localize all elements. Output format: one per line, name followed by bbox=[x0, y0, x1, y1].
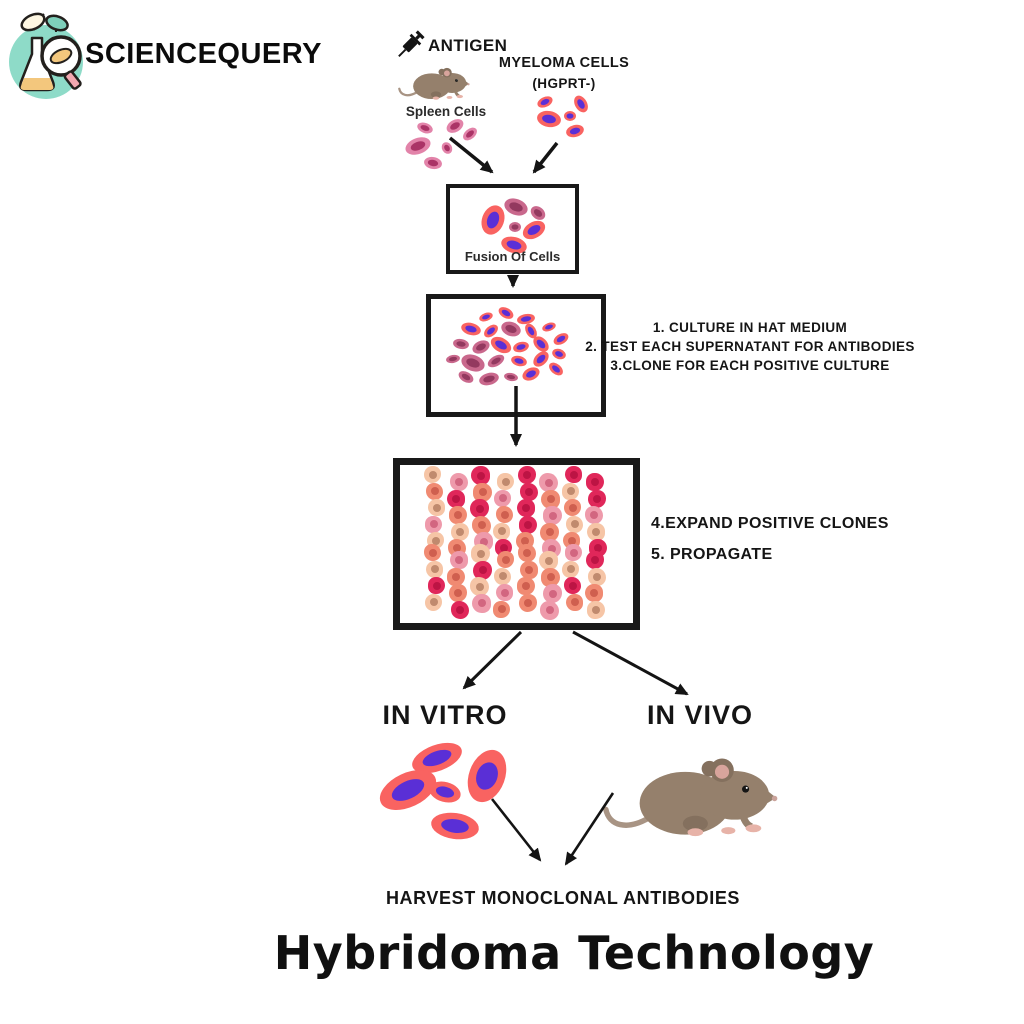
antigen-label: ANTIGEN bbox=[428, 36, 508, 55]
clone-cell bbox=[565, 544, 582, 561]
clone-cell bbox=[425, 593, 442, 611]
clone-cell bbox=[447, 567, 465, 586]
in-vitro-cells-illustration bbox=[379, 742, 507, 840]
culture-step-2: 2. TEST EACH SUPERNATANT FOR ANTIBODIES bbox=[585, 339, 915, 354]
myeloma-cells-illustration bbox=[537, 95, 588, 138]
sciencequery-logo-icon bbox=[9, 12, 83, 99]
clone-cell bbox=[496, 584, 513, 602]
clone-cell bbox=[470, 577, 489, 597]
expand-step-5: 5. PROPAGATE bbox=[651, 546, 773, 563]
fusion-box-label: Fusion Of Cells bbox=[464, 249, 561, 264]
clone-cell bbox=[519, 593, 537, 612]
page-title: Hybridoma Technology bbox=[273, 926, 875, 980]
clone-cell bbox=[586, 551, 604, 569]
clone-cell bbox=[493, 522, 510, 540]
clone-cell bbox=[539, 551, 558, 570]
clone-cell bbox=[588, 567, 606, 586]
clone-cell bbox=[562, 482, 579, 500]
arrow-expand-to-invitro bbox=[462, 630, 523, 690]
culture-step-3: 3.CLONE FOR EACH POSITIVE CULTURE bbox=[610, 358, 890, 373]
clone-cell bbox=[494, 489, 511, 507]
clone-cell bbox=[564, 499, 581, 517]
clone-cell bbox=[428, 499, 445, 517]
expand-step-4: 4.EXPAND POSITIVE CLONES bbox=[651, 515, 889, 532]
clone-cell bbox=[449, 584, 467, 603]
spleen-cells-label: Spleen Cells bbox=[405, 104, 487, 119]
clone-cell bbox=[520, 482, 538, 501]
logo-text: SCIENCEQUERY bbox=[85, 38, 322, 70]
clone-cell bbox=[540, 600, 559, 620]
clone-cell bbox=[566, 593, 583, 611]
clone-cell bbox=[541, 567, 560, 587]
clone-cell bbox=[471, 544, 490, 563]
clone-cell bbox=[426, 482, 443, 500]
clone-cell bbox=[517, 577, 535, 596]
clone-cell bbox=[493, 600, 510, 618]
clone-cell bbox=[473, 482, 492, 502]
clone-cell bbox=[425, 515, 442, 533]
clone-cell bbox=[497, 473, 514, 490]
positive-clones-grid bbox=[400, 465, 632, 622]
clone-cell bbox=[497, 551, 514, 568]
clone-cell bbox=[451, 600, 469, 619]
clone-cell bbox=[540, 522, 559, 542]
clone-cell bbox=[518, 466, 536, 484]
spleen-cells-illustration bbox=[405, 119, 477, 170]
clone-cell bbox=[543, 506, 562, 526]
clone-cell bbox=[472, 515, 491, 535]
clone-cell bbox=[565, 466, 582, 483]
clone-cell bbox=[471, 466, 490, 485]
culture-step-1: 1. CULTURE IN HAT MEDIUM bbox=[652, 320, 848, 335]
clone-cell bbox=[517, 499, 535, 518]
clone-cell bbox=[588, 489, 606, 508]
clone-cell bbox=[496, 506, 513, 524]
clone-cell bbox=[543, 584, 562, 604]
harvest-label: HARVEST MONOCLONAL ANTIBODIES bbox=[385, 888, 741, 908]
culture-steps-text: 1. CULTURE IN HAT MEDIUM 2. TEST EACH SU… bbox=[585, 318, 915, 375]
clone-cell bbox=[473, 560, 492, 580]
clone-cell bbox=[586, 473, 604, 491]
clone-cell bbox=[494, 567, 511, 585]
clone-cell bbox=[585, 584, 603, 603]
clone-cell bbox=[424, 466, 441, 483]
clone-cell bbox=[566, 515, 583, 533]
expand-steps-text: 4.EXPAND POSITIVE CLONES 5. PROPAGATE bbox=[651, 508, 889, 570]
clone-cell bbox=[564, 577, 581, 595]
clone-cell bbox=[520, 560, 538, 579]
myeloma-cells-label: MYELOMA CELLS bbox=[498, 55, 630, 71]
in-vitro-label: IN VITRO bbox=[382, 700, 508, 730]
clone-cell bbox=[541, 489, 560, 509]
clone-cell bbox=[449, 506, 467, 525]
clone-cell bbox=[518, 544, 536, 562]
cultured-cells-illustration bbox=[446, 307, 569, 386]
mouse-image-bottom bbox=[602, 742, 784, 844]
clone-cell bbox=[472, 593, 491, 613]
clone-cell bbox=[450, 473, 468, 491]
clone-cell bbox=[539, 473, 558, 492]
clone-cell bbox=[426, 560, 443, 578]
clone-cell bbox=[585, 506, 603, 525]
clone-cell bbox=[562, 560, 579, 578]
clone-cell bbox=[451, 522, 469, 541]
clone-cell bbox=[470, 499, 489, 519]
clone-cell bbox=[424, 544, 441, 561]
fused-cells-illustration bbox=[481, 198, 546, 254]
arrow-myeloma-to-fusion bbox=[532, 141, 559, 174]
clone-cell bbox=[519, 515, 537, 534]
arrow-expand-to-invivo bbox=[572, 630, 689, 696]
clone-cell bbox=[447, 489, 465, 508]
myeloma-hgprt-label: (HGPRT-) bbox=[532, 76, 596, 91]
fusion-box: Fusion Of Cells bbox=[446, 184, 579, 274]
clone-cell bbox=[450, 551, 468, 569]
mouse-image-top bbox=[398, 66, 472, 102]
clone-cell bbox=[587, 600, 605, 619]
clone-cell bbox=[587, 522, 605, 541]
in-vivo-label: IN VIVO bbox=[646, 700, 754, 730]
clone-cell bbox=[428, 577, 445, 595]
syringe-icon bbox=[398, 30, 425, 57]
expand-box bbox=[393, 458, 640, 630]
